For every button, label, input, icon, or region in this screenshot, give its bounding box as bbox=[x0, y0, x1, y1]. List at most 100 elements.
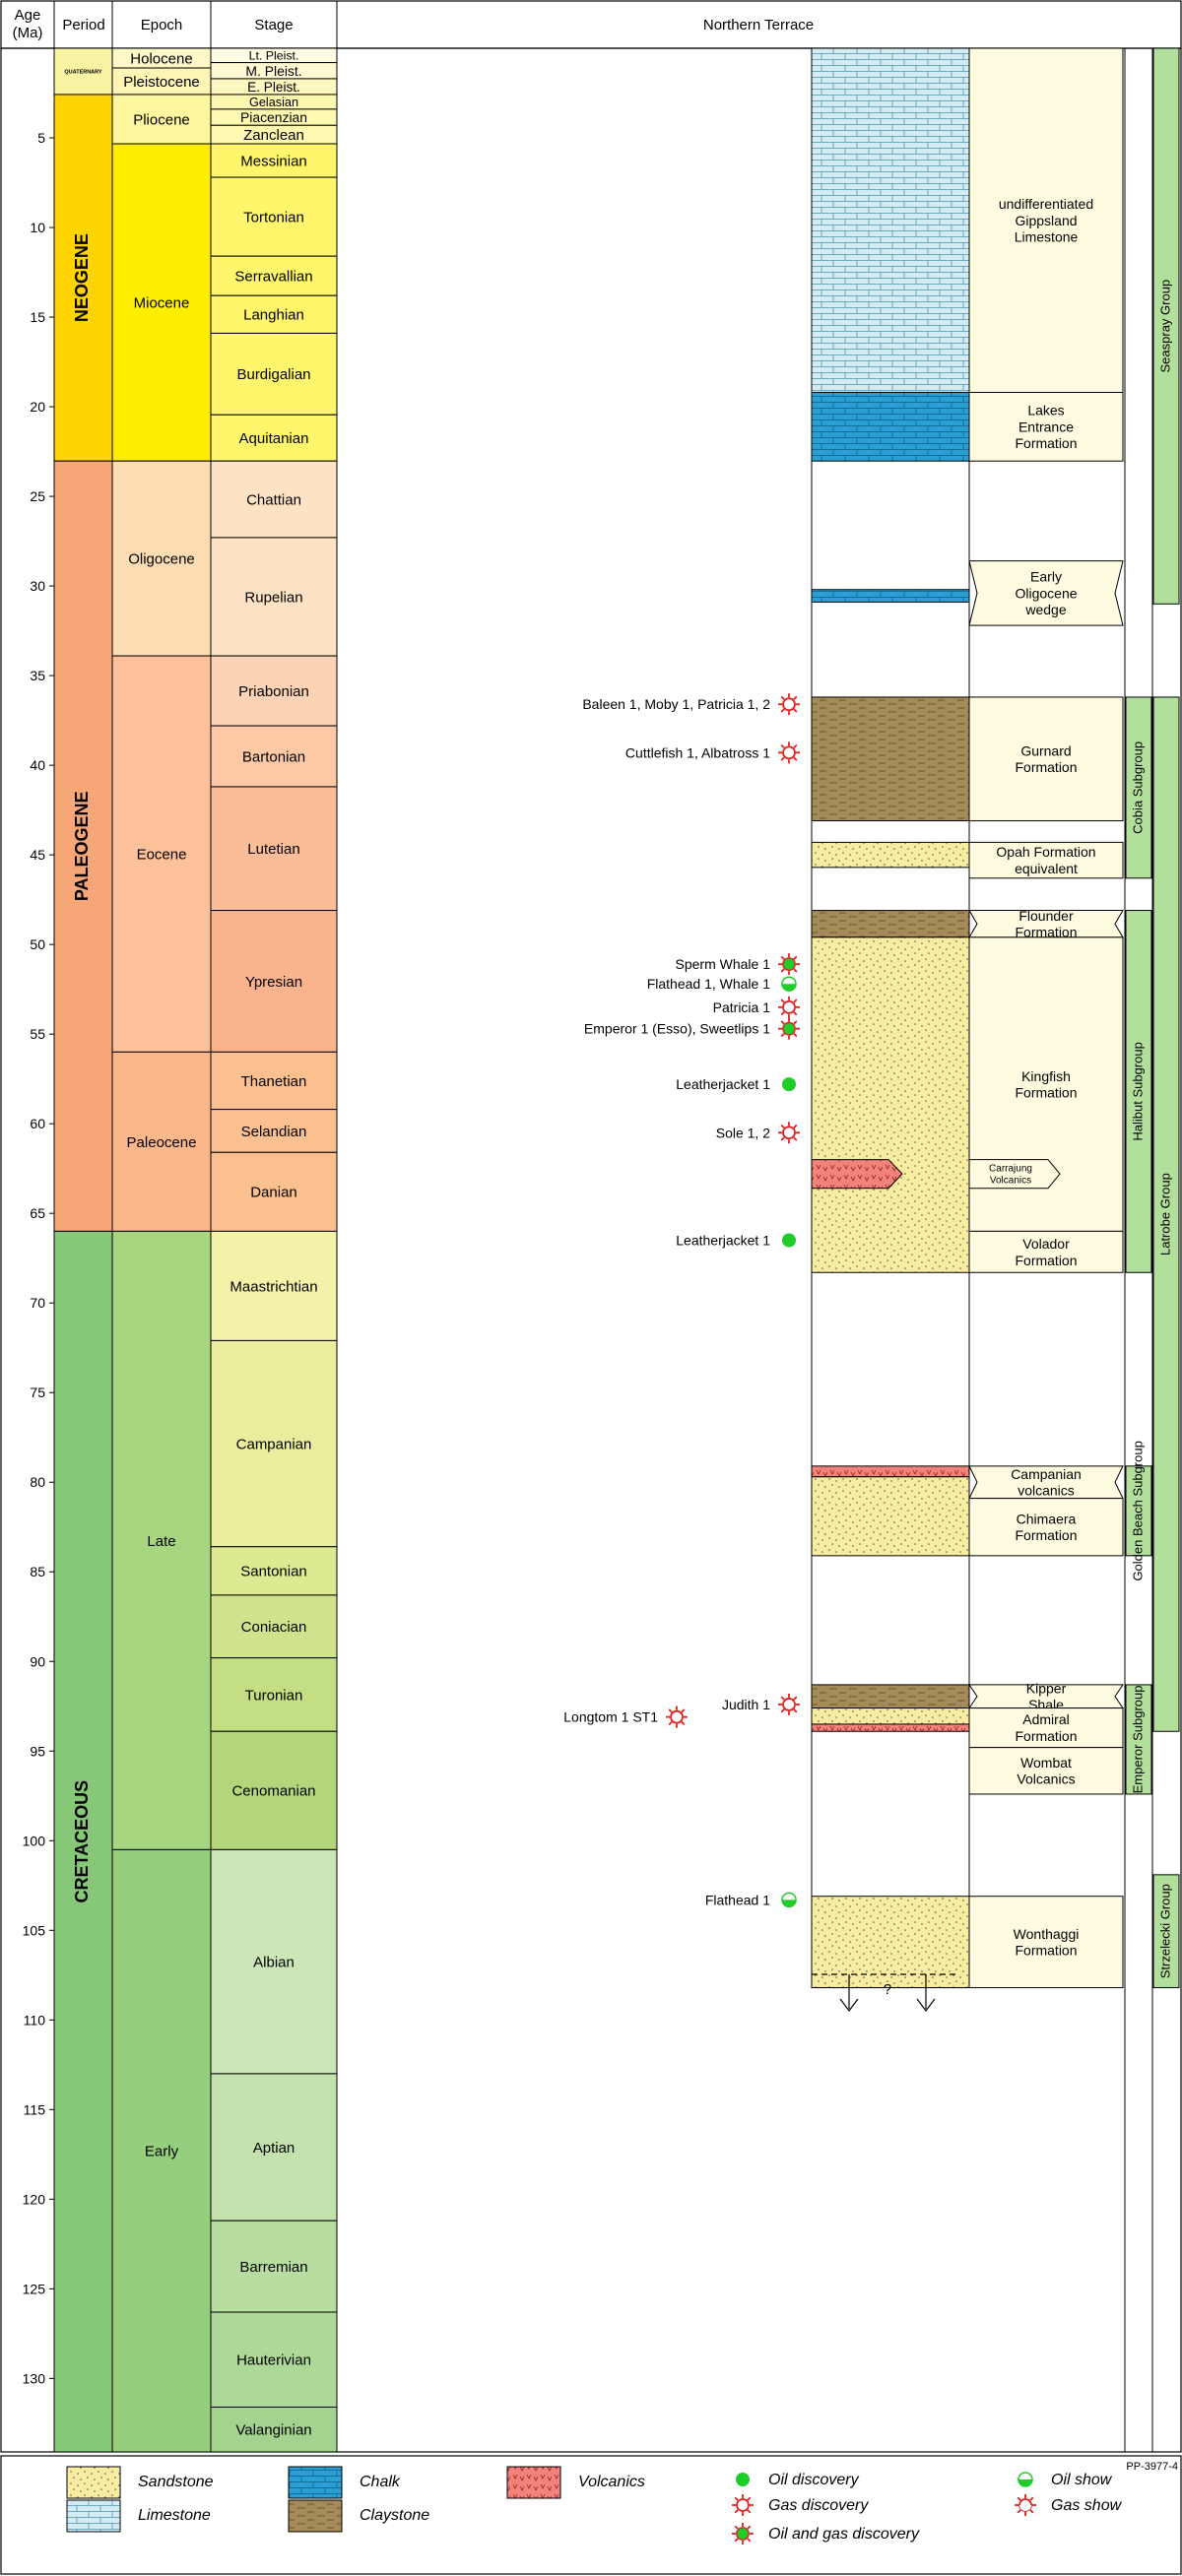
stage-langhian bbox=[210, 294, 338, 334]
stage-label: Hauterivian bbox=[236, 2352, 311, 2369]
formation-label: Opah Formation bbox=[996, 844, 1095, 860]
age-tick-label: 120 bbox=[23, 2191, 46, 2207]
gas-discovery-icon bbox=[778, 996, 800, 1018]
period-neogene bbox=[53, 94, 113, 462]
formation-carrajung-volcanics bbox=[968, 1159, 1061, 1190]
group-label: Halibut Subgroup bbox=[1130, 1042, 1145, 1140]
legend-label: Limestone bbox=[138, 2507, 211, 2524]
lithology-sandstone bbox=[811, 936, 970, 1273]
lithology-limestone bbox=[811, 47, 970, 393]
lithology-claystone bbox=[811, 910, 970, 938]
legend-gas-discovery-icon bbox=[732, 2494, 754, 2516]
formation-label: volcanics bbox=[1018, 1483, 1075, 1499]
stage-aptian bbox=[210, 2073, 338, 2222]
legend-label: Oil and gas discovery bbox=[768, 2526, 920, 2543]
formation-label: Admiral bbox=[1022, 1711, 1069, 1727]
age-tick-label: 90 bbox=[30, 1653, 45, 1669]
group-label: Strzelecki Group bbox=[1157, 1884, 1172, 1978]
formation-label: Volador bbox=[1022, 1236, 1070, 1252]
stage-label: Zanclean bbox=[243, 127, 304, 144]
stage-label: Piacenzian bbox=[240, 109, 307, 125]
legend-label: Volcanics bbox=[578, 2474, 645, 2490]
legend-label: Chalk bbox=[360, 2474, 401, 2490]
legend-chalk-swatch bbox=[288, 2466, 343, 2499]
age-tick-label: 65 bbox=[30, 1205, 45, 1221]
stage-label: Langhian bbox=[243, 307, 304, 324]
period-label: PALEOGENE bbox=[72, 791, 92, 901]
stage-label: Bartonian bbox=[242, 748, 305, 765]
epoch-label: Late bbox=[147, 1533, 175, 1550]
age-tick-label: 95 bbox=[30, 1743, 45, 1759]
period-paleogene bbox=[53, 460, 113, 1232]
stage-header: Stage bbox=[254, 17, 293, 33]
formation-lakes-entrance-formation bbox=[968, 391, 1124, 462]
stage-label: Gelasian bbox=[249, 96, 298, 109]
gas-discovery-icon bbox=[666, 1706, 688, 1728]
oil-discovery-icon bbox=[782, 1233, 796, 1248]
age-tick-label: 75 bbox=[30, 1385, 45, 1400]
oil-show-icon bbox=[781, 1892, 797, 1908]
epoch-paleocene bbox=[111, 1051, 212, 1232]
stage-label: Albian bbox=[253, 1955, 295, 1971]
legend-volcanics-swatch bbox=[506, 2466, 561, 2499]
formation-chimaera-formation bbox=[968, 1498, 1124, 1557]
stage-hauterivian bbox=[210, 2311, 338, 2408]
formation-label: Campanian bbox=[1011, 1466, 1082, 1482]
stage-label: Lutetian bbox=[247, 841, 299, 858]
well-label: Sole 1, 2 bbox=[716, 1125, 770, 1140]
legend-claystone-swatch bbox=[288, 2499, 343, 2533]
formation-label: equivalent bbox=[1015, 861, 1078, 876]
age-tick-label: 50 bbox=[30, 936, 45, 952]
formation-wombat-volcanics bbox=[968, 1747, 1124, 1795]
stage-label: Coniacian bbox=[241, 1619, 307, 1636]
legend-frame bbox=[0, 2455, 1182, 2575]
group-label: Emperor Subgroup bbox=[1130, 1686, 1145, 1794]
age-tick-label: 105 bbox=[23, 1922, 46, 1938]
epoch-pleistocene bbox=[111, 67, 212, 96]
oil-discovery-icon bbox=[782, 1077, 796, 1092]
oil-gas-discovery-icon bbox=[778, 953, 800, 976]
epoch-label: Pliocene bbox=[133, 111, 190, 128]
formation-label: Formation bbox=[1015, 1728, 1077, 1744]
period-cretaceous bbox=[53, 1230, 113, 2453]
formation-column: undifferentiatedGippslandLimestoneLakesE… bbox=[968, 47, 1124, 1989]
group-golden-beach-subgroup bbox=[1125, 1465, 1152, 1557]
stage-label: Messinian bbox=[240, 153, 307, 169]
legend-label: Gas discovery bbox=[768, 2497, 869, 2514]
well-label: Patricia 1 bbox=[713, 999, 771, 1015]
age-tick-label: 60 bbox=[30, 1116, 45, 1131]
oil-show-icon bbox=[781, 976, 797, 992]
stage-label: Selandian bbox=[241, 1124, 307, 1140]
well-label: Longtom 1 ST1 bbox=[563, 1709, 658, 1725]
stage-label: Lt. Pleist. bbox=[249, 49, 299, 63]
stage-burdigalian bbox=[210, 332, 338, 416]
formation-label: Oligocene bbox=[1015, 585, 1077, 601]
header-row: Age (Ma) Period Epoch Stage Northern Ter… bbox=[0, 0, 1182, 49]
period-label: CRETACEOUS bbox=[72, 1780, 92, 1903]
lithology-sandstone bbox=[811, 1707, 970, 1725]
formation-label: Formation bbox=[1015, 925, 1077, 940]
age-tick-label: 130 bbox=[23, 2370, 46, 2386]
stage-campanian bbox=[210, 1339, 338, 1548]
legend-label: Gas show bbox=[1051, 2497, 1123, 2514]
period-label: QUATERNARY bbox=[64, 69, 102, 75]
age-tick-label: 85 bbox=[30, 1564, 45, 1579]
stage-label: Barremian bbox=[239, 2259, 307, 2276]
formation-label: Chimaera bbox=[1017, 1511, 1077, 1526]
figure-code: PP-3977-4 bbox=[1126, 2461, 1178, 2473]
group-seaspray-group bbox=[1152, 47, 1180, 605]
formation-label: Gurnard bbox=[1020, 742, 1071, 758]
stage-danian bbox=[210, 1151, 338, 1232]
oil-gas-discovery-icon bbox=[778, 1017, 800, 1040]
well-label: Sperm Whale 1 bbox=[676, 956, 771, 972]
legend-limestone-swatch bbox=[66, 2499, 121, 2533]
age-tick-label: 15 bbox=[30, 309, 45, 325]
group-label: Golden Beach Subgroup bbox=[1130, 1441, 1145, 1580]
age-axis: 5101520253035404550556065707580859095100… bbox=[23, 130, 54, 2386]
lithology-volcanics bbox=[811, 1723, 970, 1732]
formation-label: Volcanics bbox=[1017, 1771, 1075, 1787]
epoch-late bbox=[111, 1230, 212, 1850]
stage-label: Burdigalian bbox=[236, 366, 310, 383]
legend: SandstoneLimestoneChalkClaystoneVolcanic… bbox=[66, 2466, 1123, 2544]
